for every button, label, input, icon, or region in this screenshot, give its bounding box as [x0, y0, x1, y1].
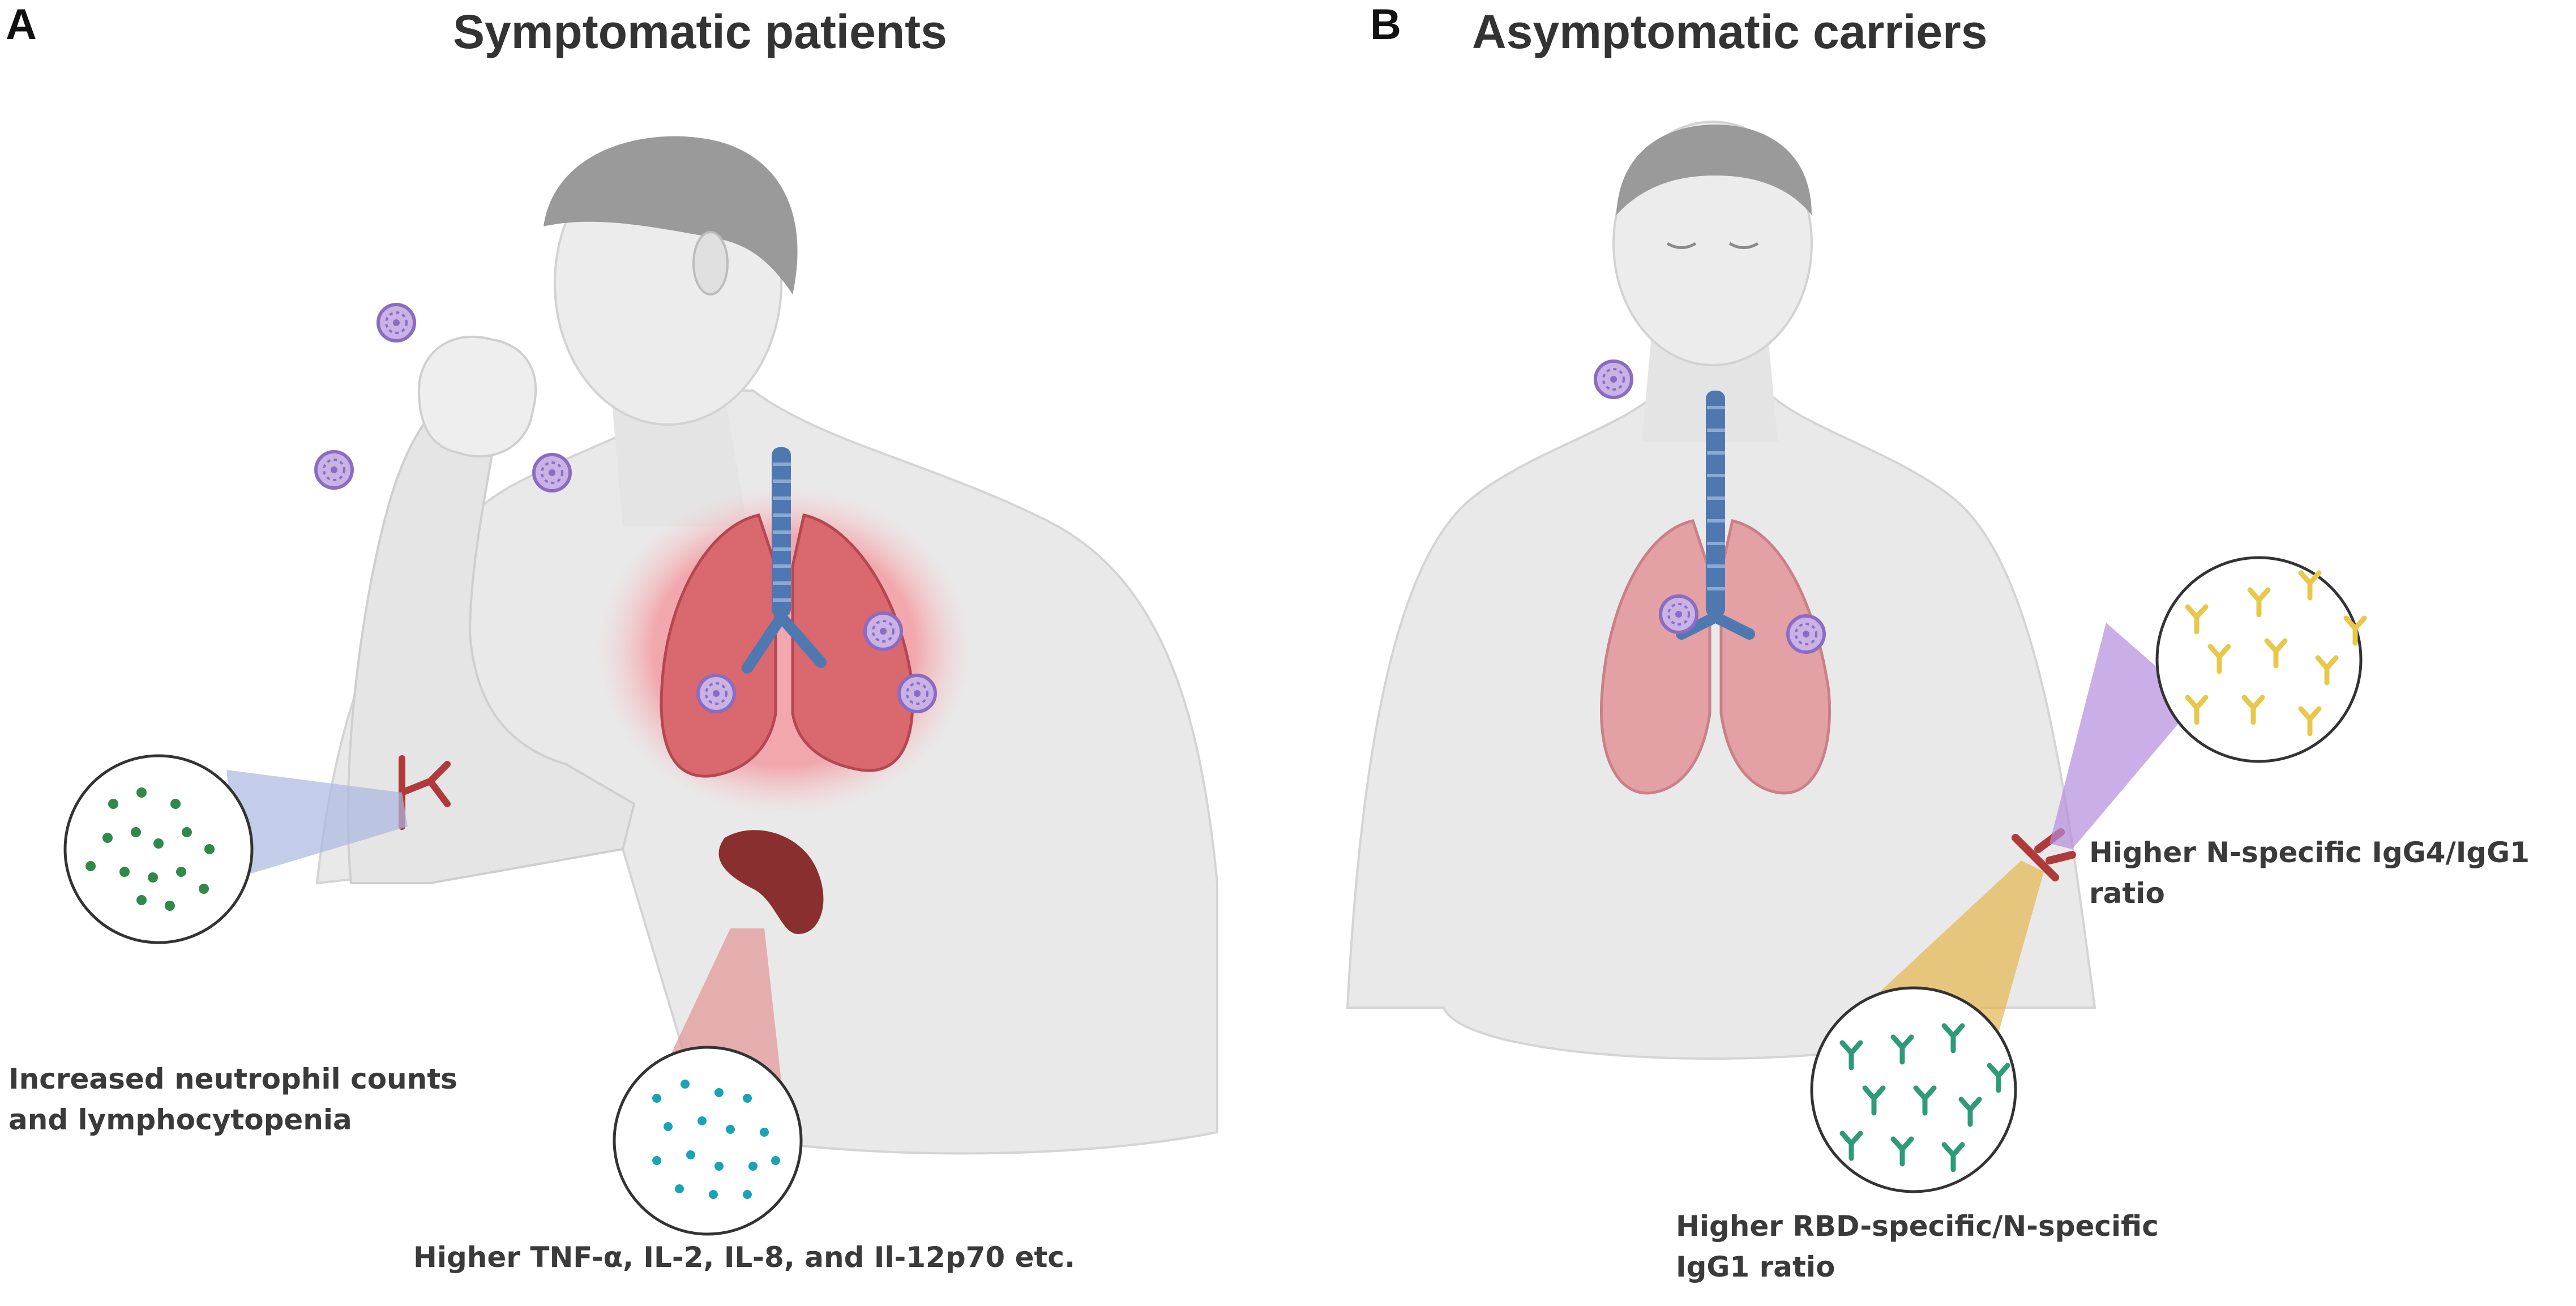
annotation-line: ratio — [2089, 877, 2165, 910]
virus-icon — [1661, 596, 1697, 632]
panel-b-title: Asymptomatic carriers — [1472, 5, 1988, 58]
virus-icon — [316, 452, 352, 488]
neutrophil-annotation: Increased neutrophil counts and lymphocy… — [8, 1059, 457, 1140]
igg4-zoom — [2155, 556, 2363, 763]
hair-a — [544, 136, 798, 294]
virus-icon — [899, 675, 935, 712]
hair-b — [1616, 125, 1812, 215]
asymptomatic-figure — [1346, 121, 2364, 1193]
lung-right-a — [791, 513, 914, 772]
virus-icon — [698, 675, 734, 712]
panel-a-letter: A — [6, 1, 37, 49]
rbd-annotation: Higher RBD-specific/N-specific IgG1 rati… — [1676, 1206, 2159, 1287]
annotation-line: Higher TNF-α, IL-2, IL-8, and Il-12p70 e… — [413, 1241, 1076, 1274]
annotation-line: IgG1 ratio — [1676, 1251, 1835, 1283]
cytokine-zoom — [613, 1046, 803, 1236]
spleen-icon — [718, 830, 824, 934]
igg1-zoom — [1810, 986, 2017, 1193]
virus-icon — [1788, 616, 1824, 652]
panel-a-title: Symptomatic patients — [453, 5, 947, 58]
virus-icon — [1595, 361, 1632, 397]
annotation-line: Higher N-specific IgG4/IgG1 — [2089, 836, 2530, 869]
virus-icon — [534, 455, 570, 491]
lung-left-b — [1599, 519, 1711, 795]
lung-right-b — [1719, 519, 1832, 795]
annotation-line: and lymphocytopenia — [8, 1103, 352, 1136]
annotation-line: Higher RBD-specific/N-specific — [1676, 1210, 2159, 1243]
cytokine-dots — [652, 1080, 780, 1199]
fist — [417, 335, 537, 458]
lung-left-a — [660, 513, 777, 778]
neutrophil-zoom — [63, 754, 254, 944]
trachea-b — [1676, 391, 1755, 640]
trachea-a — [742, 447, 827, 674]
annotation-line: Increased neutrophil counts — [8, 1063, 457, 1095]
symptomatic-figure — [63, 136, 1218, 1236]
virus-icon — [865, 613, 901, 649]
neutrophil-cells — [85, 787, 215, 911]
panel-b-letter: B — [1370, 1, 1401, 49]
igg4-annotation: Higher N-specific IgG4/IgG1 ratio — [2089, 832, 2530, 914]
virus-icon — [378, 305, 414, 341]
cytokine-annotation: Higher TNF-α, IL-2, IL-8, and Il-12p70 e… — [413, 1237, 1075, 1278]
